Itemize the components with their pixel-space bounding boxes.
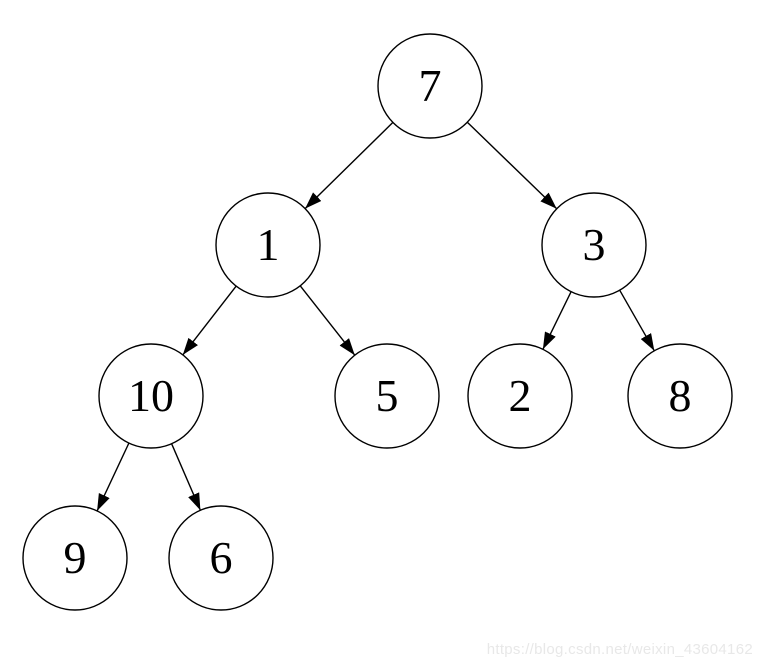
tree-node-5: 5 — [334, 343, 440, 449]
tree-node-7: 7 — [377, 33, 483, 139]
edge-7-to-3 — [466, 121, 558, 210]
edge-1-to-5 — [299, 285, 356, 356]
node-circle — [168, 505, 274, 611]
tree-node-3: 3 — [541, 192, 647, 298]
node-circle — [215, 192, 321, 298]
node-label: 6 — [210, 532, 233, 583]
tree-node-8: 8 — [627, 343, 733, 449]
node-circle — [627, 343, 733, 449]
node-label: 8 — [669, 370, 692, 421]
tree-node-10: 10 — [98, 343, 204, 449]
tree-node-6: 6 — [168, 505, 274, 611]
node-label: 5 — [376, 370, 399, 421]
node-label: 7 — [419, 60, 442, 111]
node-label: 1 — [257, 219, 280, 270]
tree-node-1: 1 — [215, 192, 321, 298]
tree-node-9: 9 — [22, 505, 128, 611]
edge-3-to-8 — [619, 289, 655, 352]
node-circle — [377, 33, 483, 139]
node-label: 2 — [509, 370, 532, 421]
tree-node-2: 2 — [467, 343, 573, 449]
node-circle — [22, 505, 128, 611]
edge-10-to-9 — [96, 442, 130, 512]
node-label: 3 — [583, 219, 606, 270]
watermark-text: https://blog.csdn.net/weixin_43604162 — [486, 641, 753, 658]
edge-1-to-10 — [182, 285, 237, 356]
edge-3-to-2 — [542, 291, 572, 350]
edge-10-to-6 — [170, 443, 202, 511]
node-label: 10 — [128, 370, 174, 421]
edge-7-to-1 — [304, 121, 394, 210]
node-circle — [98, 343, 204, 449]
node-circle — [467, 343, 573, 449]
node-circle — [334, 343, 440, 449]
node-label: 9 — [64, 532, 87, 583]
node-circle — [541, 192, 647, 298]
